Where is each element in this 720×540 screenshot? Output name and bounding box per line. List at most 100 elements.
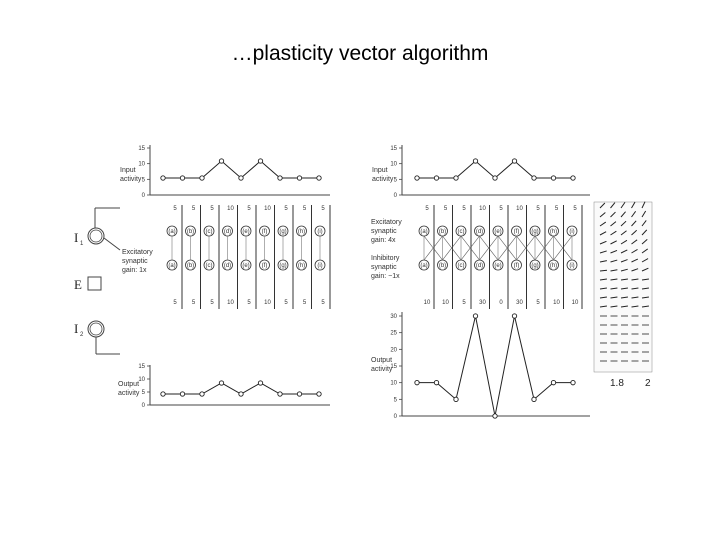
right-top-number-2: 5: [444, 206, 448, 212]
left-output-points: [160, 380, 322, 397]
left-unit-upper-letter-4: (d): [224, 229, 231, 235]
vector-arrow: [631, 296, 639, 299]
vector-arrow: [610, 269, 618, 272]
right-exc-label-1: Excitatory: [371, 219, 402, 226]
right-bottom-number-5: 0: [499, 300, 503, 306]
data-point-2: [433, 380, 440, 386]
vector-arrow: [631, 220, 637, 227]
right-unit-upper-letter-1: (a): [420, 229, 427, 235]
vector-arrow: [599, 305, 607, 308]
data-point-5: [238, 175, 244, 181]
vector-arrow: [641, 305, 649, 308]
vector-arrow: [620, 201, 626, 209]
vector-arrow: [599, 260, 607, 263]
data-point-2: [433, 175, 440, 181]
left-bottom-number-3: 5: [210, 300, 214, 306]
vector-arrow: [641, 287, 649, 290]
i1-subscript: 1: [80, 241, 84, 247]
i2-subscript: 2: [80, 332, 84, 338]
left-top-number-1: 5: [173, 206, 177, 212]
data-point-6: [511, 313, 518, 319]
y-tick-label: 15: [138, 364, 145, 370]
left-unit-lower-letter-8: (h): [298, 263, 305, 269]
right-input-label-1: Input: [372, 167, 388, 174]
vector-arrow: [641, 267, 649, 272]
y-tick-label: 10: [390, 162, 397, 168]
vf-x-tick-2: 2: [645, 378, 651, 389]
left-unit-upper-letter-8: (h): [298, 229, 305, 235]
vector-arrow: [599, 240, 607, 245]
left-bottom-number-8: 5: [303, 300, 307, 306]
y-tick-label: 0: [394, 193, 398, 199]
left-input-label-2: activity: [120, 176, 142, 183]
right-bottom-number-6: 30: [516, 300, 523, 306]
vector-arrow: [620, 259, 628, 263]
right-cross-link-rev-8: [553, 235, 573, 261]
left-unit-upper-letter-1: (a): [168, 229, 175, 235]
right-bottom-number-9: 10: [572, 300, 579, 306]
left-unit-lower-letter-7: (g): [279, 263, 286, 269]
vector-arrow: [599, 202, 606, 209]
right-top-number-7: 5: [536, 206, 540, 212]
data-point-7: [277, 391, 283, 397]
right-inh-label-3: gain: −1x: [371, 273, 400, 280]
vector-field: 1.8 2: [593, 201, 653, 389]
left-bottom-number-2: 5: [192, 300, 196, 306]
left-network-columns: 5(a)(a)55(b)(b)55(c)(c)510(d)(d)105(e)(e…: [166, 205, 331, 309]
data-point-7: [277, 175, 283, 181]
right-unit-lower-letter-4: (d): [476, 263, 483, 269]
right-cross-link-rev-5: [497, 235, 517, 261]
left-top-number-4: 10: [227, 206, 234, 212]
left-top-number-2: 5: [192, 206, 196, 212]
data-point-1: [160, 175, 166, 181]
vector-arrow: [631, 248, 638, 254]
vector-arrow: [641, 258, 649, 263]
vector-arrow: [610, 202, 616, 209]
i1-label: I: [74, 230, 78, 245]
right-inh-label-2: synaptic: [371, 264, 397, 271]
right-unit-lower-letter-8: (h): [550, 263, 557, 269]
y-tick-label: 10: [390, 381, 397, 387]
data-point-2: [179, 391, 186, 397]
right-unit-upper-letter-7: (g): [531, 229, 538, 235]
data-point-9: [570, 380, 576, 386]
left-bottom-number-4: 10: [227, 300, 234, 306]
i2-label: I: [74, 321, 78, 336]
i1-neuron: [87, 227, 105, 245]
right-bottom-number-3: 5: [462, 300, 466, 306]
right-cross-link-rev-3: [460, 235, 480, 261]
data-point-6: [257, 158, 264, 164]
left-unit-upper-letter-5: (e): [242, 229, 249, 235]
y-tick-label: 15: [390, 364, 397, 370]
right-input-label-2: activity: [372, 176, 394, 183]
vector-arrow: [610, 249, 618, 254]
y-tick-label: 5: [394, 177, 398, 183]
data-point-3: [453, 396, 459, 402]
left-bottom-number-5: 5: [247, 300, 251, 306]
left-unit-lower-letter-3: (c): [206, 263, 213, 269]
right-top-number-3: 5: [462, 206, 466, 212]
data-point-5: [492, 413, 498, 419]
right-output-label-1: Output: [371, 357, 392, 364]
y-tick-label: 5: [142, 390, 146, 396]
data-point-1: [160, 391, 166, 397]
data-point-7: [531, 396, 537, 402]
data-point-3: [453, 175, 459, 181]
left-unit-lower-letter-6: (f): [262, 263, 268, 269]
right-output-series: [417, 315, 573, 417]
vector-arrow: [599, 221, 607, 227]
vector-arrow: [610, 230, 617, 236]
right-unit-lower-letter-6: (f): [514, 263, 520, 269]
data-point-1: [414, 380, 420, 386]
data-point-4: [472, 158, 479, 164]
right-unit-lower-letter-5: (e): [494, 263, 501, 269]
vector-arrow: [620, 287, 628, 290]
data-point-6: [257, 380, 264, 386]
vector-arrow: [631, 278, 639, 281]
vector-arrow: [610, 240, 617, 245]
vector-arrow: [631, 239, 638, 245]
